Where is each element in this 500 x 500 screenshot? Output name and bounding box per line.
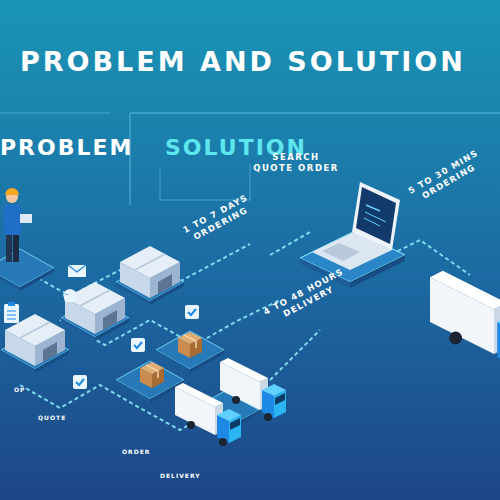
laptop-screen <box>356 187 396 244</box>
worker <box>4 188 32 262</box>
clipboard-icon <box>4 302 19 323</box>
divider-line <box>160 165 250 200</box>
laptop-lid <box>352 182 400 250</box>
clipboard-line <box>7 315 16 316</box>
section-heading: PROBLEM <box>0 134 133 162</box>
step-caption: SEARCH QUOTE ORDER <box>252 152 340 174</box>
check-icon <box>185 305 199 319</box>
iso-tile <box>156 331 224 373</box>
worker-leg <box>6 232 12 262</box>
clipboard <box>4 304 19 323</box>
truck <box>430 271 500 372</box>
page-title: PROBLEM AND SOLUTION <box>20 48 466 75</box>
phone-icon <box>63 289 77 302</box>
truck <box>175 383 241 446</box>
screen-line <box>366 205 380 211</box>
divider-line <box>0 113 110 114</box>
envelope <box>68 265 86 277</box>
truck <box>430 271 500 372</box>
divider-line <box>130 113 500 205</box>
cardboard-box <box>178 332 202 358</box>
clipboard-line <box>7 319 16 320</box>
cardboard-box <box>140 362 164 388</box>
flow-path <box>270 232 310 255</box>
worker-helmet <box>5 188 19 195</box>
worker-body <box>4 205 21 235</box>
flow-paths <box>20 232 470 430</box>
envelope-flap <box>68 265 86 272</box>
warehouse <box>65 282 125 334</box>
step-label: DELIVERY <box>160 472 201 480</box>
envelope-icon <box>68 265 86 277</box>
warehouse <box>120 246 180 298</box>
clipboard-line <box>7 311 16 312</box>
phone <box>63 289 77 302</box>
clipboard-clip <box>8 302 15 306</box>
iso-tile <box>116 361 184 403</box>
laptop-keyboard <box>322 243 360 261</box>
step-label: OP <box>14 386 26 394</box>
worker-leg <box>13 232 19 262</box>
step-label: ORDER <box>122 448 150 456</box>
step-label: QUOTE <box>38 414 66 422</box>
check-icon <box>73 375 87 389</box>
screen-line <box>364 218 380 226</box>
check-icon <box>131 338 145 352</box>
worker-tablet <box>20 214 32 223</box>
laptop <box>300 182 405 288</box>
laptop-step: SEARCH QUOTE ORDER <box>252 152 412 292</box>
